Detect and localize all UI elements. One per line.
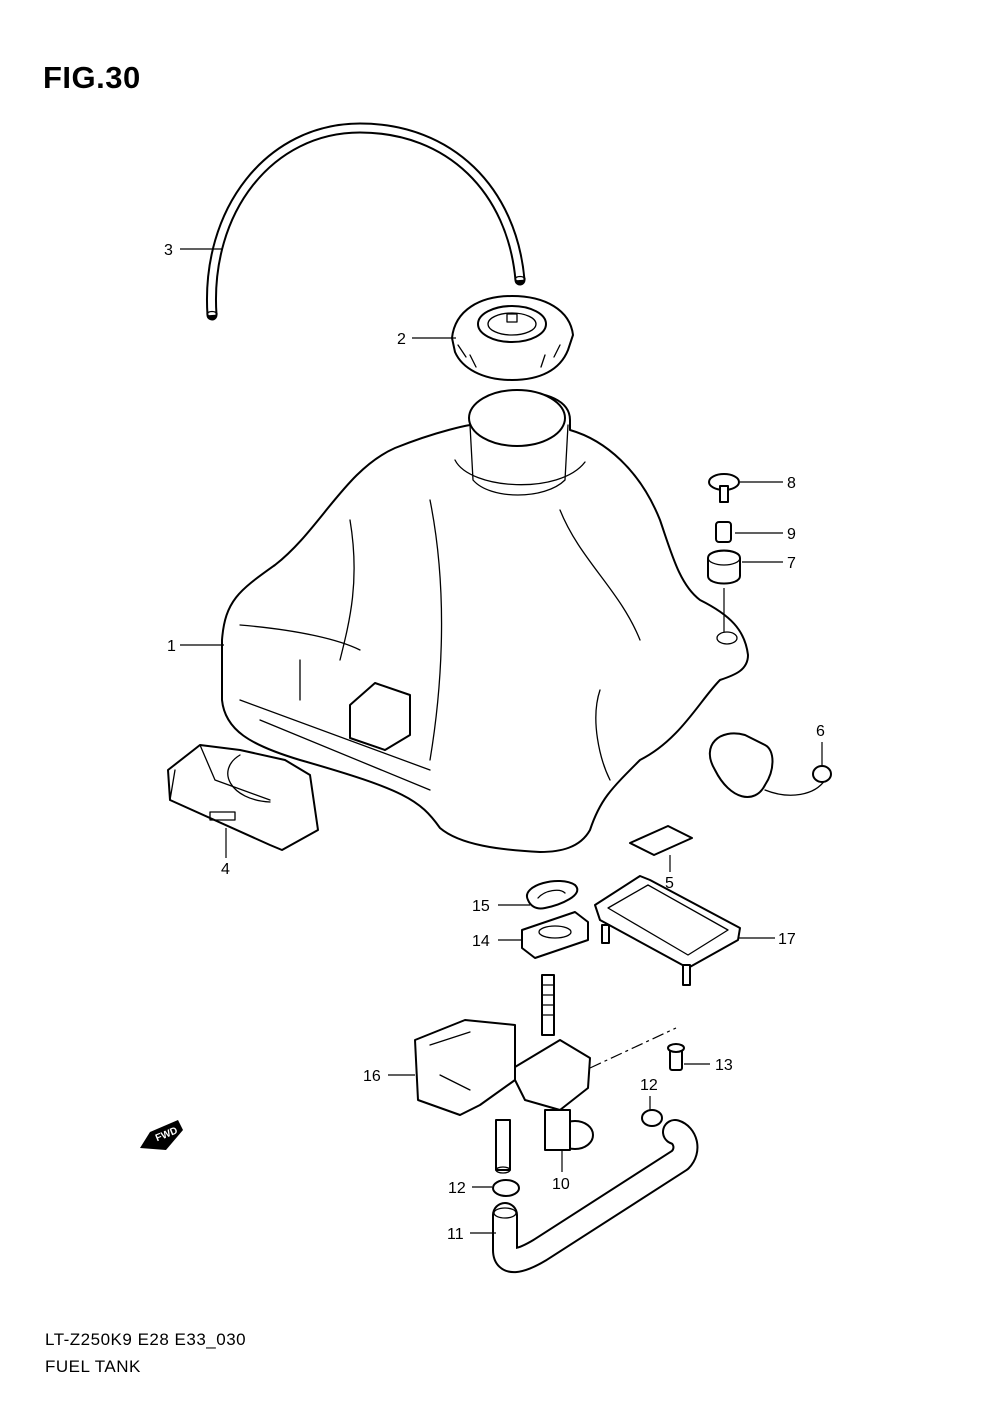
part-9-collar	[715, 521, 732, 543]
callout-3: 3	[164, 242, 173, 259]
part-8-bolt	[708, 473, 740, 503]
leader-lines	[180, 248, 823, 1234]
callout-13: 13	[715, 1057, 733, 1074]
callout-8: 8	[787, 475, 796, 492]
callout-12-lower: 12	[448, 1180, 466, 1197]
part-15-gasket	[526, 880, 579, 910]
part-1-fuel-tank	[221, 389, 749, 853]
callout-10: 10	[552, 1176, 570, 1193]
callout-4: 4	[221, 861, 230, 878]
part-2-fuel-cap	[451, 295, 574, 381]
model-code: LT-Z250K9 E28 E33_030	[45, 1330, 247, 1349]
callout-7: 7	[787, 555, 796, 572]
part-14-packing	[521, 911, 589, 959]
callout-12-upper: 12	[640, 1077, 658, 1094]
part-6-band	[708, 732, 832, 798]
callout-5: 5	[665, 875, 674, 892]
callout-16: 16	[363, 1068, 381, 1085]
part-12-clamp-lower	[492, 1179, 520, 1197]
part-3-breather-hose	[205, 122, 526, 321]
callout-2: 2	[397, 331, 406, 348]
callout-15: 15	[472, 898, 490, 915]
callout-11: 11	[447, 1226, 464, 1243]
part-13-bolt	[667, 1043, 685, 1071]
callout-9: 9	[787, 526, 796, 543]
part-17-bracket	[594, 875, 741, 986]
part-12-clamp-upper	[641, 1109, 663, 1127]
part-4-holder	[167, 744, 319, 851]
part-10-fuel-cock	[495, 974, 677, 1174]
callout-6: 6	[816, 723, 825, 740]
callout-17: 17	[778, 931, 796, 948]
part-16-holder	[414, 1019, 516, 1116]
part-7-grommet	[707, 549, 741, 585]
part-11-fuel-hose	[492, 1119, 699, 1274]
callout-labels: 3 2 1 8 9 7 6 5 4 15 14 17 16 13 12 10 1…	[164, 242, 825, 1243]
callout-14: 14	[472, 933, 490, 950]
figure-title: FIG.30	[43, 60, 141, 95]
fwd-direction-badge: FWD	[140, 1120, 183, 1150]
section-name: FUEL TANK	[45, 1357, 141, 1376]
part-5-cushion-pad	[629, 825, 693, 856]
callout-1: 1	[167, 638, 176, 655]
